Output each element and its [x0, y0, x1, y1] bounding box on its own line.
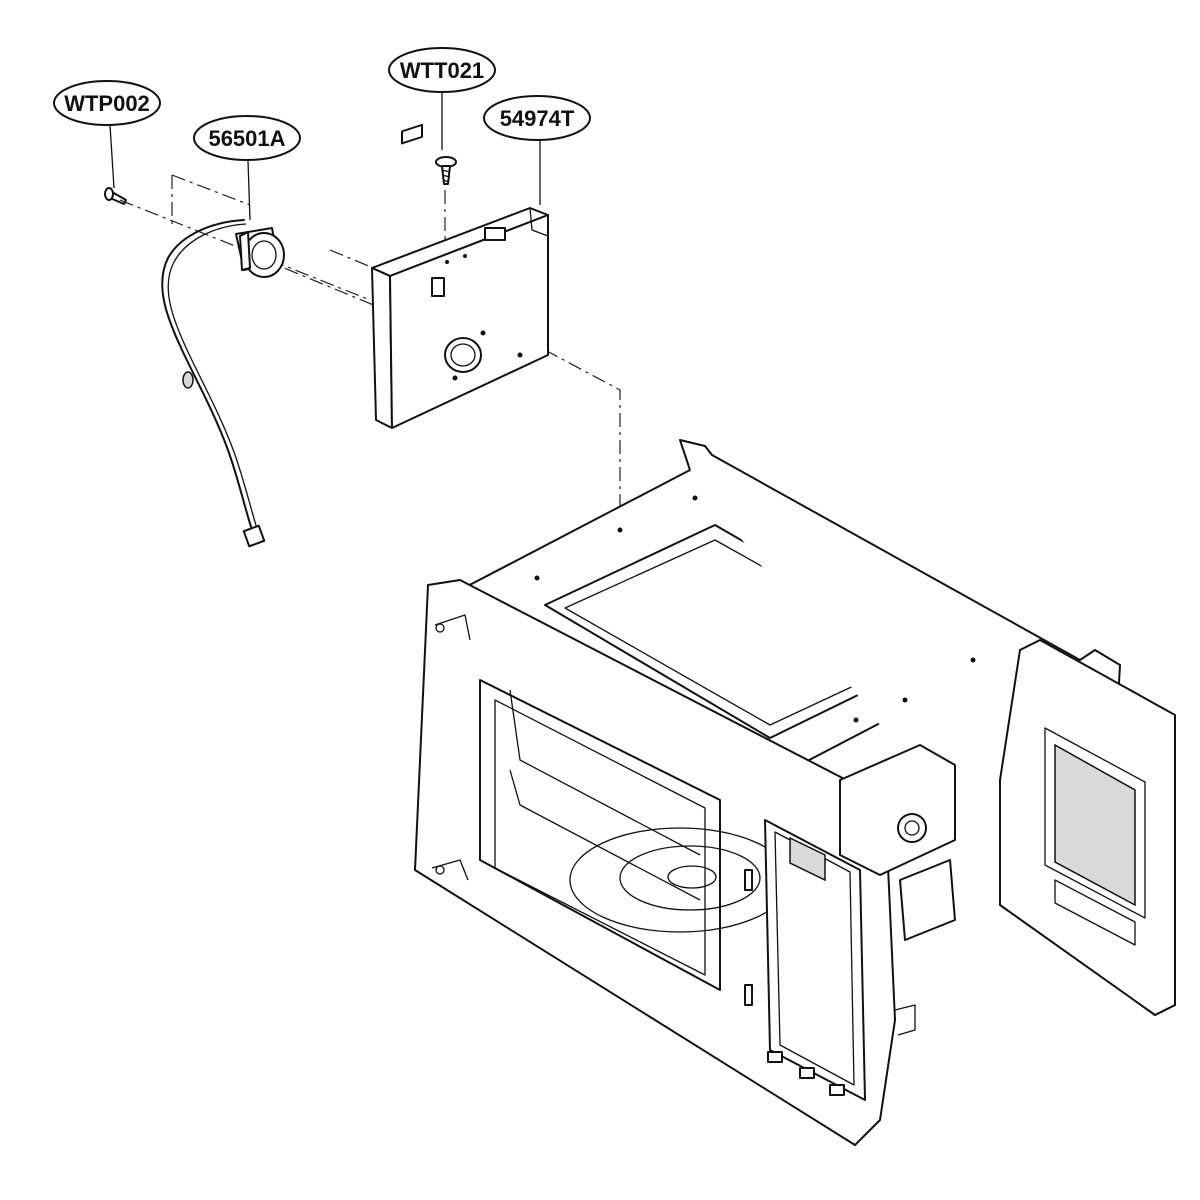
thermostat-56501a [161, 219, 285, 548]
callout-wtt021[interactable]: WTT021 [388, 47, 496, 150]
callout-wtp002[interactable]: WTP002 [53, 80, 161, 189]
callout-56501a-label: 56501A [208, 126, 285, 151]
screw-wtt021 [435, 156, 457, 185]
leader-line [247, 159, 251, 221]
callout-56501a[interactable]: 56501A [193, 115, 301, 221]
bracket-54974t [371, 123, 549, 429]
callout-wtp002-label: WTP002 [64, 91, 150, 116]
leader-line [109, 124, 115, 189]
callout-54974t[interactable]: 54974T [483, 95, 591, 205]
microwave-chassis [414, 439, 1176, 1146]
callout-wtt021-label: WTT021 [400, 58, 484, 83]
callout-54974t-label: 54974T [500, 106, 575, 131]
